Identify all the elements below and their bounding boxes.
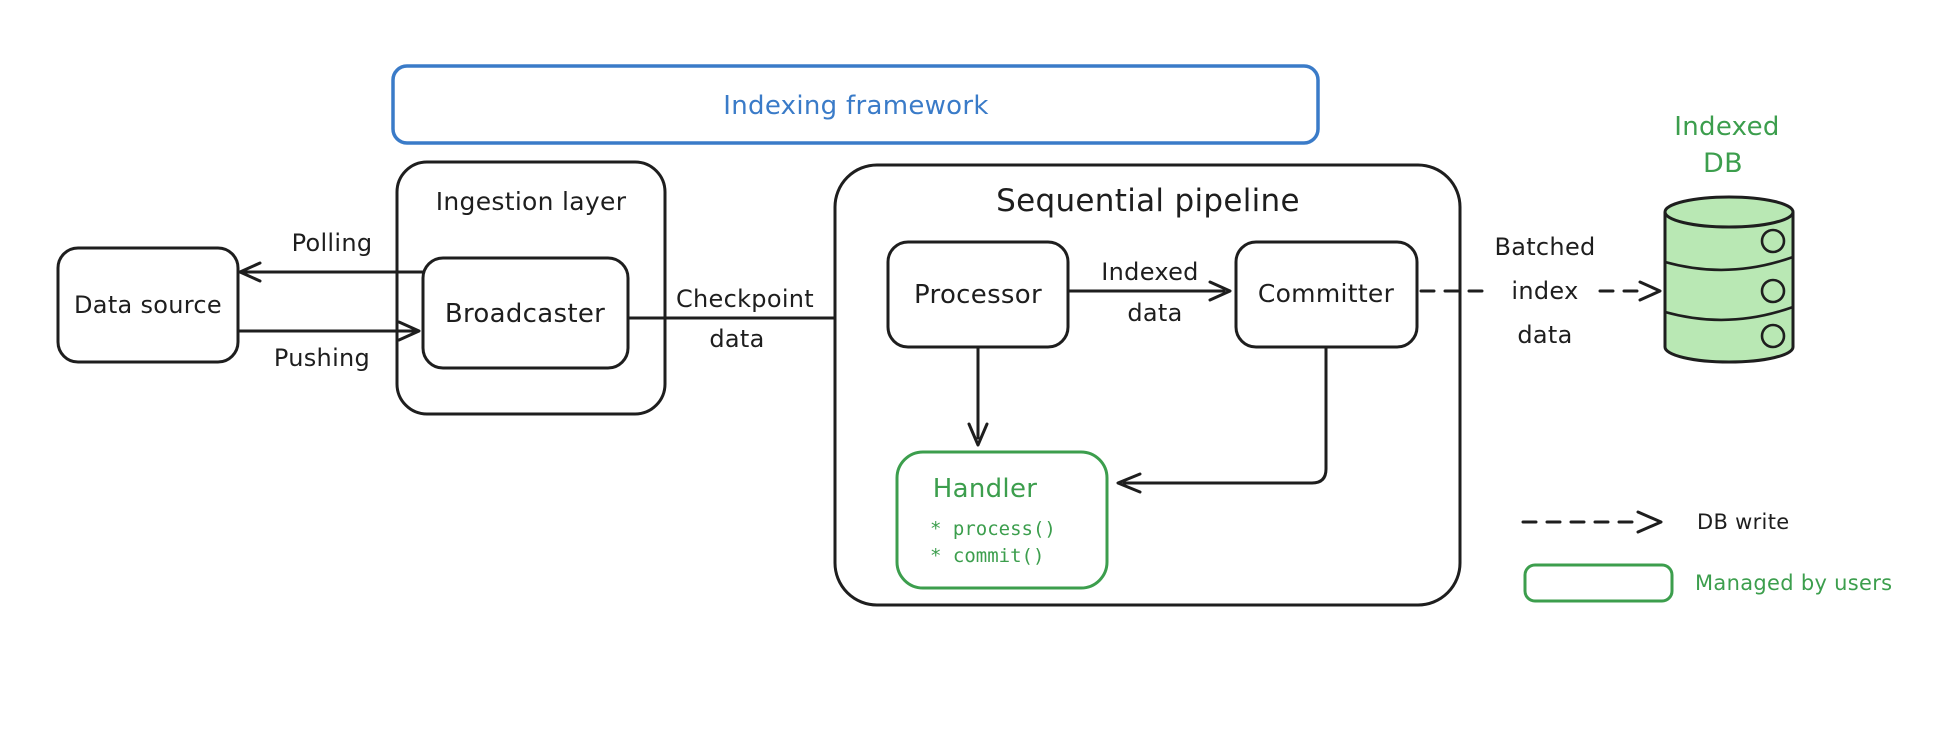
indexed-db-node: Indexed DB [1663,112,1795,364]
data-source-label: Data source [74,291,222,319]
committer-node: Committer [1234,240,1419,349]
data-source-border [56,246,240,364]
committer-label: Committer [1258,279,1395,308]
pushing-arrow: Pushing [236,320,421,372]
indexed-db-label-line2: DB [1703,148,1743,179]
handler-border [895,450,1109,590]
checkpoint-label-line1: Checkpoint [676,285,814,313]
polling-label: Polling [292,229,373,257]
indexing-framework-frame: Indexing framework [391,64,1320,145]
legend-managed-by-users: Managed by users [1523,563,1892,603]
legend-db-write: DB write [1521,510,1789,534]
legend-green-box-icon [1523,563,1674,603]
indexed-data-label-line1: Indexed [1101,258,1198,286]
legend: DB write Managed by users [1521,510,1892,603]
legend-db-write-label: DB write [1697,510,1789,534]
arrowhead-right-icon [1636,510,1663,534]
processor-to-handler-arrow [967,345,989,447]
database-cylinder-icon [1663,195,1795,364]
arrowhead-right-icon [397,320,421,342]
sequential-pipeline-title: Sequential pipeline [996,183,1300,219]
handler-method-process: * process() [930,518,1056,540]
batched-index-arrow: Batched index data [1419,233,1662,349]
ingestion-layer-label: Ingestion layer [436,187,627,216]
indexing-framework-border [391,64,1320,145]
batched-label-line3: data [1517,321,1572,349]
handler-method-commit: * commit() [930,545,1044,567]
indexed-db-label-line1: Indexed [1674,112,1779,142]
indexed-data-label-line2: data [1127,299,1182,327]
handler-label: Handler [933,474,1037,504]
broadcaster-label: Broadcaster [445,299,605,329]
processor-node: Processor [886,240,1070,349]
arrowhead-right-icon [1638,280,1662,302]
indexing-framework-title: Indexing framework [723,91,988,121]
checkpoint-label-line2: data [709,325,764,353]
batched-label-line1: Batched [1494,233,1595,261]
processor-label: Processor [914,280,1042,310]
committer-to-handler-arrow [1116,345,1328,494]
arrowhead-down-icon [967,422,989,447]
broadcaster-border [421,256,630,370]
data-source-node: Data source [56,246,240,364]
broadcaster-node: Broadcaster [421,256,630,370]
arrowhead-left-icon [1116,472,1142,494]
arrowhead-left-icon [238,261,262,283]
batched-label-line2: index [1511,277,1578,305]
pushing-label: Pushing [274,344,370,372]
legend-managed-by-users-label: Managed by users [1695,571,1892,595]
arrowhead-right-icon [1208,280,1232,302]
indexed-data-arrow: Indexed data [1066,258,1232,327]
handler-node: Handler * process() * commit() [895,450,1109,590]
polling-arrow: Polling [238,229,425,283]
